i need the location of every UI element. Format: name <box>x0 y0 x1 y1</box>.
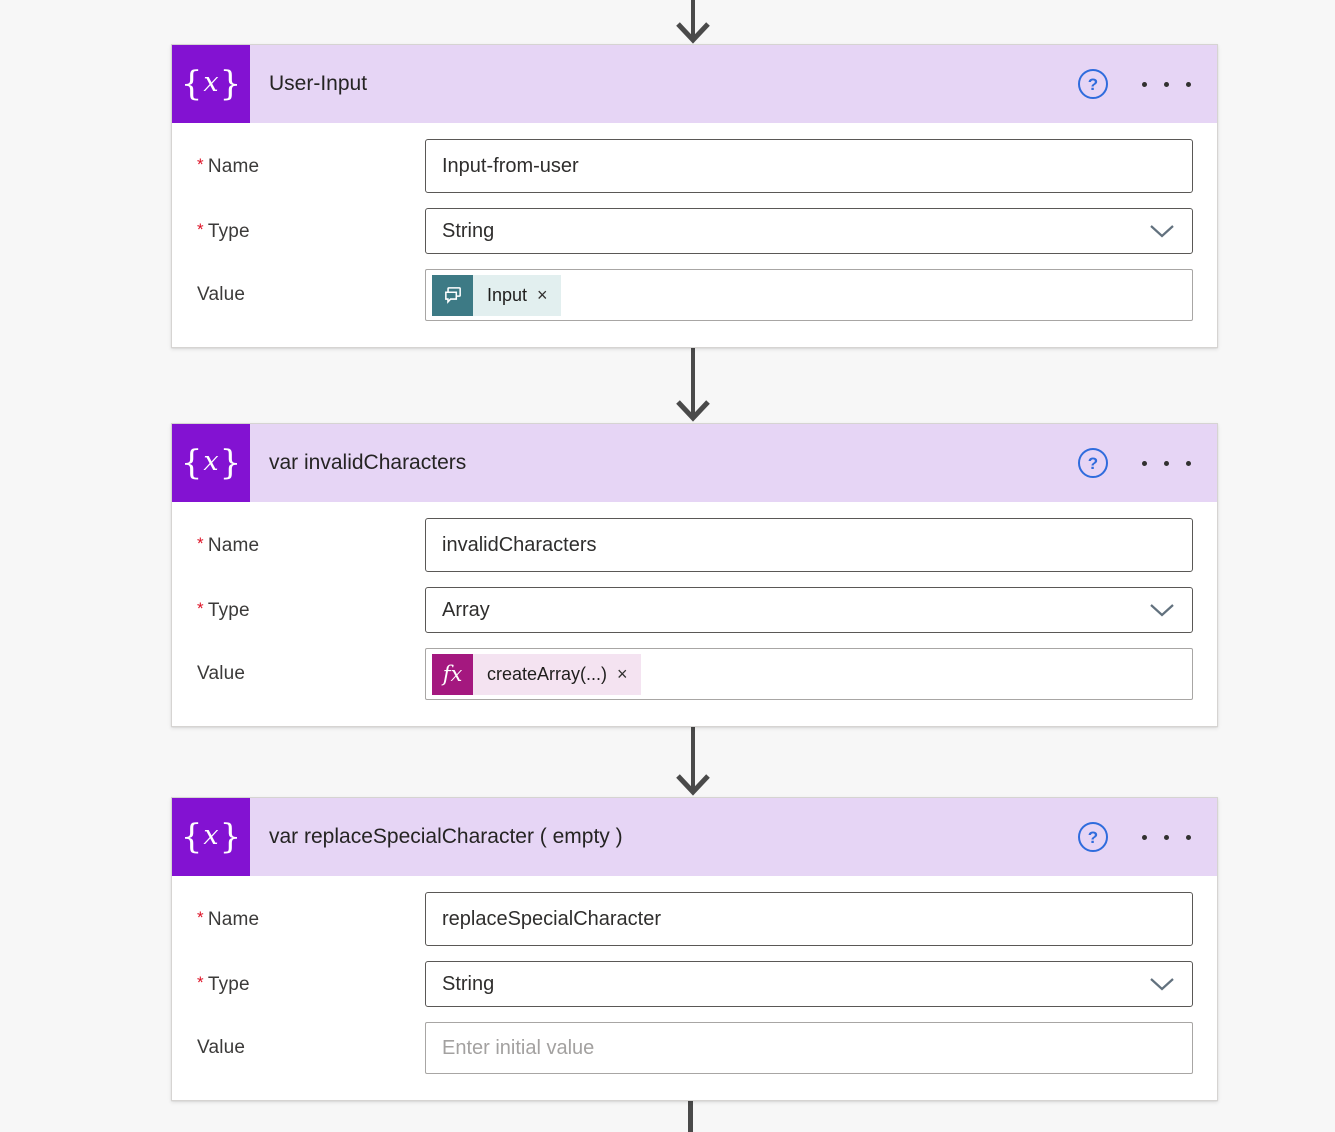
connector-arrow <box>676 346 710 422</box>
card-body: *Name *Type String Value <box>172 123 1217 347</box>
connector-line <box>688 1099 693 1132</box>
help-button[interactable]: ? <box>1078 69 1108 99</box>
name-input[interactable] <box>425 892 1193 946</box>
action-card-user-input: {x} User-Input ? *Name *Type String <box>171 44 1218 348</box>
connector-arrow <box>676 0 710 44</box>
ellipsis-dot <box>1164 460 1169 466</box>
type-dropdown-value: Array <box>442 598 490 621</box>
header-actions: ? <box>1078 69 1217 99</box>
card-body: *Name *Type String Value <box>172 876 1217 1100</box>
name-label: *Name <box>197 907 260 930</box>
ellipsis-dot <box>1186 460 1191 466</box>
action-card-header[interactable]: {x} User-Input ? <box>172 45 1217 123</box>
help-button[interactable]: ? <box>1078 822 1108 852</box>
required-marker: * <box>197 907 204 927</box>
field-row-name: *Name <box>197 892 1193 946</box>
remove-token-button[interactable]: × <box>617 664 628 684</box>
value-label: Value <box>197 663 246 684</box>
action-card-invalid-characters: {x} var invalidCharacters ? *Name *Type … <box>171 423 1218 727</box>
variable-icon: {x} <box>172 45 250 123</box>
remove-token-button[interactable]: × <box>537 285 548 305</box>
type-dropdown-value: String <box>442 972 495 995</box>
required-marker: * <box>197 154 204 174</box>
field-row-name: *Name <box>197 139 1193 193</box>
action-card-header[interactable]: {x} var replaceSpecialCharacter ( empty … <box>172 798 1217 876</box>
field-row-type: *Type String <box>197 208 1193 254</box>
value-token-field[interactable]: fx createArray(...) × <box>425 648 1193 700</box>
required-marker: * <box>197 972 204 992</box>
type-dropdown-value: String <box>442 219 495 242</box>
token-body: createArray(...) × <box>473 653 641 695</box>
required-marker: * <box>197 219 204 239</box>
value-label: Value <box>197 284 246 305</box>
header-actions: ? <box>1078 822 1217 852</box>
more-options-button[interactable] <box>1140 76 1193 93</box>
card-title: var replaceSpecialCharacter ( empty ) <box>269 825 623 848</box>
name-label: *Name <box>197 154 260 177</box>
variable-icon: {x} <box>172 798 250 876</box>
fx-icon: fx <box>432 653 473 695</box>
required-marker: * <box>197 533 204 553</box>
ellipsis-dot <box>1186 834 1191 840</box>
action-card-replace-special-character: {x} var replaceSpecialCharacter ( empty … <box>171 797 1218 1101</box>
ellipsis-dot <box>1142 834 1147 840</box>
ellipsis-dot <box>1186 81 1191 87</box>
connector-arrow <box>676 725 710 796</box>
card-title: User-Input <box>269 72 368 95</box>
type-label: *Type <box>197 972 250 995</box>
type-label: *Type <box>197 219 250 242</box>
field-row-value: Value <box>197 1022 1193 1074</box>
token-label: Input <box>487 284 528 305</box>
initial-value-input[interactable] <box>425 1022 1193 1074</box>
ellipsis-dot <box>1142 81 1147 87</box>
chat-icon <box>432 274 473 316</box>
field-row-name: *Name <box>197 518 1193 572</box>
field-row-value: Value fx createArray(...) × <box>197 648 1193 700</box>
variable-icon: {x} <box>172 424 250 502</box>
header-actions: ? <box>1078 448 1217 478</box>
chevron-down-icon <box>1150 977 1174 990</box>
ellipsis-dot <box>1164 81 1169 87</box>
value-token-field[interactable]: Input × <box>425 269 1193 321</box>
type-dropdown[interactable]: String <box>425 208 1193 254</box>
help-button[interactable]: ? <box>1078 448 1108 478</box>
ellipsis-dot <box>1142 460 1147 466</box>
name-input[interactable] <box>425 518 1193 572</box>
field-row-value: Value Input × <box>197 269 1193 321</box>
value-label: Value <box>197 1037 246 1058</box>
name-input[interactable] <box>425 139 1193 193</box>
token-body: Input × <box>473 274 561 316</box>
token-label: createArray(...) <box>487 663 608 684</box>
type-dropdown[interactable]: Array <box>425 587 1193 633</box>
type-label: *Type <box>197 598 250 621</box>
dynamic-content-token: Input × <box>432 274 561 316</box>
required-marker: * <box>197 598 204 618</box>
card-title: var invalidCharacters <box>269 451 467 474</box>
name-label: *Name <box>197 533 260 556</box>
action-card-header[interactable]: {x} var invalidCharacters ? <box>172 424 1217 502</box>
more-options-button[interactable] <box>1140 455 1193 472</box>
ellipsis-dot <box>1164 834 1169 840</box>
more-options-button[interactable] <box>1140 829 1193 846</box>
field-row-type: *Type Array <box>197 587 1193 633</box>
field-row-type: *Type String <box>197 961 1193 1007</box>
expression-token: fx createArray(...) × <box>432 653 641 695</box>
card-body: *Name *Type Array Value fx <box>172 502 1217 726</box>
chevron-down-icon <box>1150 603 1174 616</box>
type-dropdown[interactable]: String <box>425 961 1193 1007</box>
chevron-down-icon <box>1150 224 1174 237</box>
